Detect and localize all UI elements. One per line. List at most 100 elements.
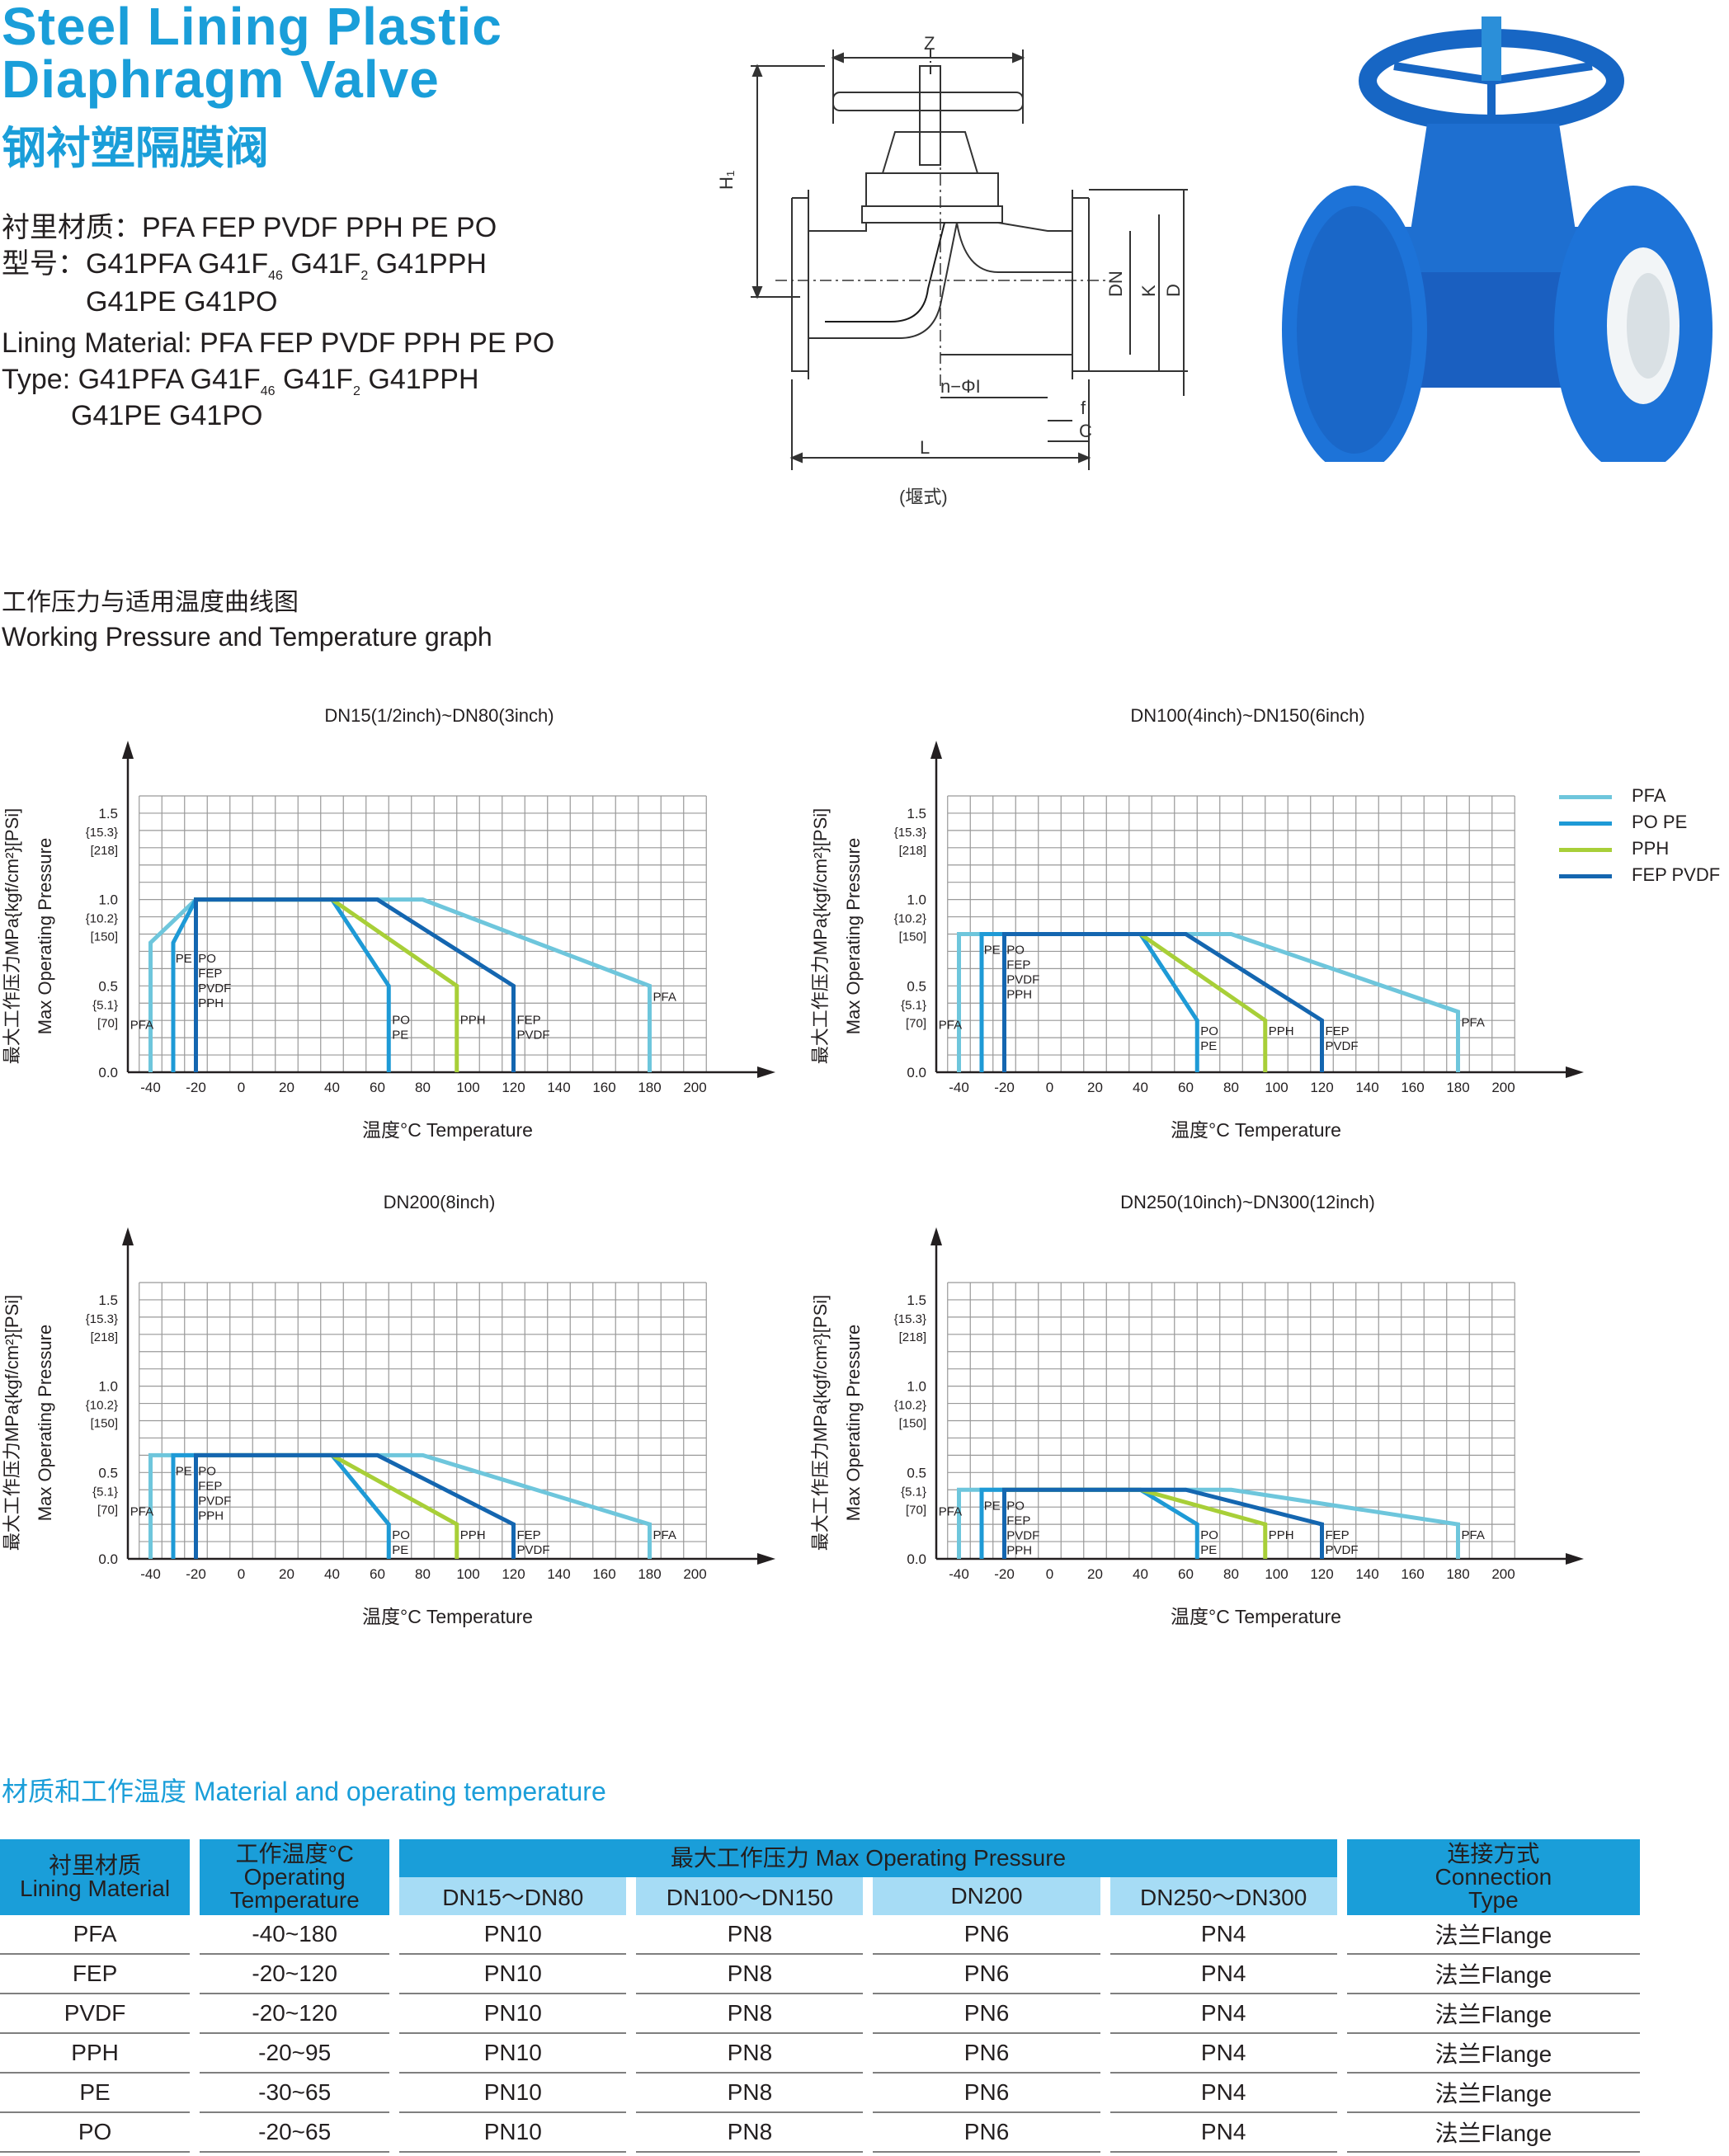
- x-tick-label: 40: [1133, 1080, 1148, 1095]
- y-tick-kgf: {15.3}: [86, 1312, 118, 1326]
- dim-dn: DN: [1105, 271, 1126, 297]
- type-en-line2: G41PE G41PO: [71, 400, 263, 431]
- x-tick-label: 200: [1491, 1080, 1515, 1095]
- cell-pn-dn100-dn150: PN8: [636, 2113, 864, 2153]
- label-pfa-left: PFA: [939, 1505, 962, 1519]
- label-po-left: PO: [198, 1464, 216, 1478]
- label-end-fep: FEP: [1326, 1528, 1350, 1542]
- x-tick-label: 80: [1223, 1080, 1239, 1095]
- dim-c: C: [1079, 421, 1092, 441]
- label-end-po: PO: [392, 1528, 410, 1542]
- x-axis-label: 温度°C Temperature: [362, 1119, 533, 1141]
- legend-swatch: [1559, 821, 1612, 826]
- x-tick-label: 100: [1265, 1566, 1288, 1582]
- legend-swatch: [1559, 795, 1612, 799]
- x-tick-label: 60: [370, 1566, 385, 1582]
- x-tick-label: 20: [1087, 1080, 1103, 1095]
- chart-title: DN200(8inch): [384, 1192, 496, 1212]
- label-end-pph: PPH: [460, 1013, 486, 1027]
- label-end-pvdf: PVDF: [517, 1543, 550, 1557]
- y-axis-arrow: [930, 741, 942, 759]
- title-line-2: Diaphragm Valve: [2, 49, 440, 109]
- x-tick-label: 20: [1087, 1566, 1103, 1582]
- label-pvdf-left: PVDF: [198, 981, 231, 996]
- x-tick-label: 140: [1355, 1080, 1378, 1095]
- page-title-cn: 钢衬塑隔膜阀: [2, 124, 269, 173]
- x-tick-label: -20: [994, 1566, 1015, 1582]
- subheader-dn100-dn150: DN100～DN150: [636, 1877, 864, 1915]
- y-tick-psi: [218]: [91, 844, 118, 858]
- cell-pn-dn200: PN6: [873, 1915, 1100, 1955]
- subheader-dn15-dn80: DN15～DN80: [399, 1877, 627, 1915]
- x-axis-label: 温度°C Temperature: [1171, 1119, 1341, 1141]
- y-tick-label: 1.5: [98, 1292, 118, 1308]
- x-tick-label: 0: [1046, 1080, 1053, 1095]
- lining-material-cn: 衬里材质：PFA FEP PVDF PPH PE PO: [2, 212, 497, 243]
- series-line-pfa: [148, 1452, 652, 1559]
- subheader-dn250-dn300: DN250～DN300: [1109, 1877, 1337, 1915]
- x-tick-label: 140: [1355, 1566, 1378, 1582]
- cell-pn-dn200: PN6: [873, 1955, 1100, 1994]
- cell-pn-dn250-dn300: PN4: [1109, 2034, 1337, 2074]
- y-tick-label: 1.5: [907, 806, 926, 821]
- y-tick-label: 1.0: [98, 892, 118, 908]
- title-line-1: Steel Lining Plastic: [2, 0, 502, 56]
- cell-material: PVDF: [0, 1994, 191, 2034]
- x-tick-label: 180: [638, 1080, 661, 1095]
- label-fep-left: FEP: [198, 967, 222, 981]
- y-tick-label: 0.5: [907, 1465, 926, 1480]
- x-tick-label: 20: [279, 1566, 294, 1582]
- x-tick-label: -40: [949, 1080, 969, 1095]
- cell-connection: 法兰Flange: [1346, 2113, 1640, 2153]
- label-fep-left: FEP: [1006, 958, 1030, 972]
- x-tick-label: 180: [1446, 1080, 1469, 1095]
- y-tick-kgf: {5.1}: [92, 998, 118, 1012]
- x-tick-label: 140: [547, 1566, 570, 1582]
- x-tick-label: 0: [238, 1566, 245, 1582]
- label-po-left: PO: [1006, 1499, 1025, 1513]
- x-tick-label: 80: [415, 1080, 431, 1095]
- cell-temperature: -20~95: [200, 2034, 390, 2074]
- y-axis-arrow: [930, 1227, 942, 1245]
- y-tick-label: 1.0: [98, 1379, 118, 1395]
- chart-title: DN15(1/2inch)~DN80(3inch): [324, 705, 554, 726]
- x-tick-label: 180: [1446, 1566, 1469, 1582]
- label-pph-left: PPH: [1006, 988, 1032, 1002]
- label-end-pfa: PFA: [653, 990, 676, 1004]
- y-tick-label: 0.5: [907, 978, 926, 994]
- legend-swatch: [1559, 848, 1612, 852]
- x-tick-label: 40: [1133, 1566, 1148, 1582]
- y-tick-psi: [150]: [91, 930, 118, 944]
- label-end-pph: PPH: [460, 1528, 486, 1542]
- y-tick-kgf: {15.3}: [86, 826, 118, 840]
- header-max-pressure: 最大工作压力 Max Operating Pressure: [399, 1839, 1337, 1877]
- label-pph-left: PPH: [198, 1509, 224, 1523]
- y-axis-label-en: Max Operating Pressure: [35, 838, 55, 1034]
- x-tick-label: 20: [279, 1080, 294, 1095]
- x-axis-label: 温度°C Temperature: [362, 1606, 533, 1627]
- x-tick-label: -40: [140, 1566, 161, 1582]
- x-tick-label: 180: [638, 1566, 661, 1582]
- y-tick-psi: [70]: [906, 1503, 926, 1517]
- cell-pn-dn100-dn150: PN8: [636, 2034, 864, 2074]
- cell-pn-dn100-dn150: PN8: [636, 1955, 864, 1994]
- x-axis-label: 温度°C Temperature: [1171, 1606, 1341, 1627]
- y-tick-psi: [218]: [899, 1330, 926, 1344]
- type-en: Type: G41PFA G41F46 G41F2 G41PPH: [2, 364, 479, 398]
- y-tick-psi: [70]: [97, 1503, 118, 1517]
- y-axis-label-cn: 最大工作压力MPa{kgf/cm²}[PSi]: [810, 1295, 831, 1551]
- y-axis-label-cn: 最大工作压力MPa{kgf/cm²}[PSi]: [2, 1295, 22, 1551]
- cell-pn-dn250-dn300: PN4: [1109, 1915, 1337, 1955]
- y-tick-kgf: {15.3}: [894, 826, 926, 840]
- y-axis-label-en: Max Operating Pressure: [843, 838, 864, 1034]
- series-line-fep-pvdf: [194, 897, 516, 1072]
- chart-title: DN250(10inch)~DN300(12inch): [1120, 1192, 1375, 1212]
- y-axis-label-cn: 最大工作压力MPa{kgf/cm²}[PSi]: [2, 808, 22, 1065]
